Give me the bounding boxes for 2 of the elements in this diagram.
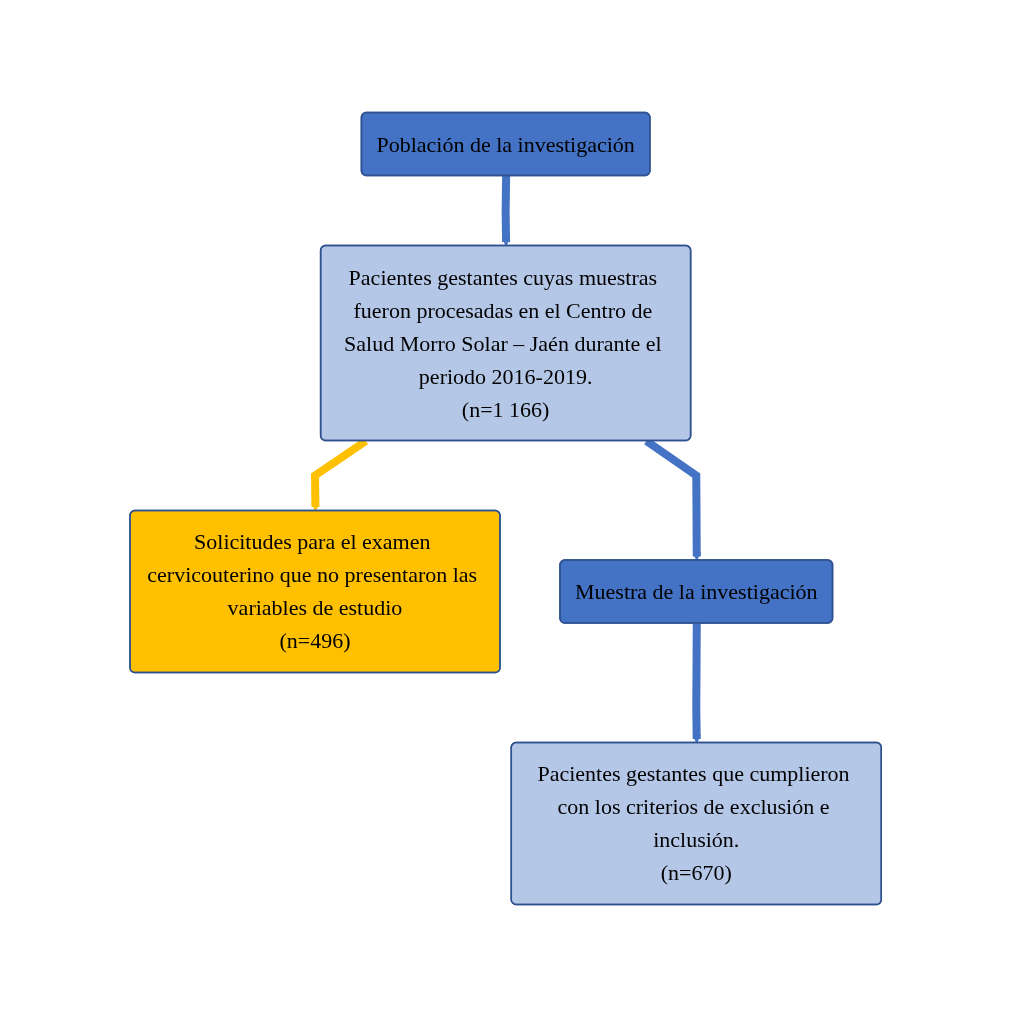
arrow <box>502 175 511 247</box>
arrow <box>692 623 702 744</box>
